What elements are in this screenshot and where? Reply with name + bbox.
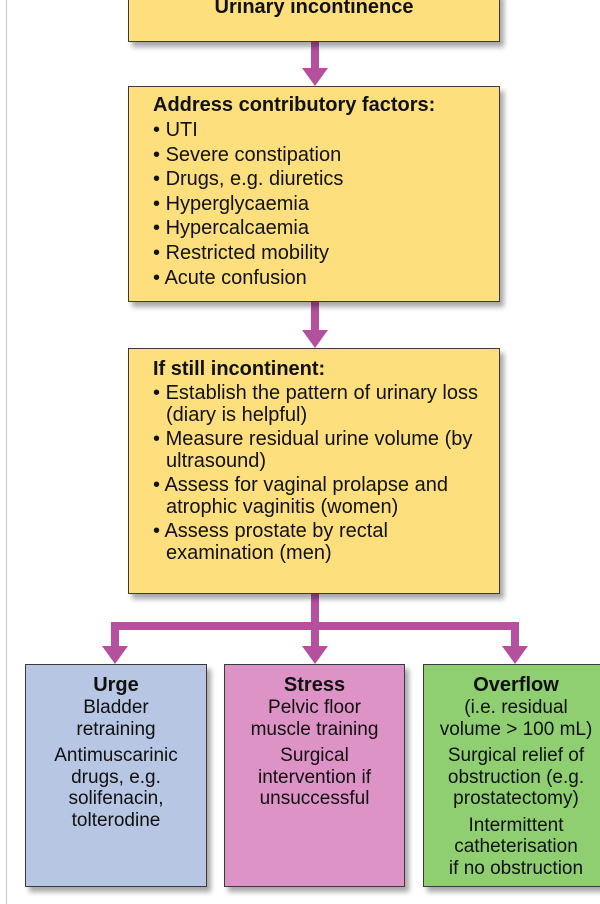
stress-title: Stress <box>283 674 346 696</box>
stress-line: muscle training <box>250 718 379 740</box>
factor-item: Restricted mobility <box>153 241 499 266</box>
urge-box: Urge Bladder retraining Antimuscarinic d… <box>25 664 207 887</box>
factor-item: Hypercalcaemia <box>153 216 499 241</box>
overflow-line: prostatectomy) <box>453 788 579 809</box>
urinary-incontinence-box: Urinary incontinence <box>128 0 500 42</box>
urge-line: Antimuscarinic <box>54 745 178 766</box>
factor-item: Drugs, e.g. diuretics <box>153 167 499 192</box>
factor-item: Acute confusion <box>153 266 499 291</box>
overflow-line: volume > 100 mL) <box>439 718 593 740</box>
stress-line: Surgical <box>280 745 349 766</box>
overflow-title: Overflow <box>473 674 559 696</box>
factor-item: Severe constipation <box>153 143 499 168</box>
urge-line: drugs, e.g. <box>71 766 161 788</box>
stress-line: unsuccessful <box>259 788 370 809</box>
overflow-line: Surgical relief of <box>447 745 585 766</box>
arrowhead-incontinent <box>302 330 328 348</box>
urge-line: retraining <box>76 718 156 740</box>
page-left-rule <box>6 0 7 904</box>
contributory-factors-heading: Address contributory factors: <box>153 94 436 116</box>
arrowhead-stress <box>302 646 328 664</box>
overflow-line: obstruction (e.g. <box>447 766 585 788</box>
connector-branch <box>111 594 319 648</box>
stress-line: intervention if <box>257 766 371 788</box>
assessment-item: Assess prostate by rectal examination (m… <box>153 520 499 564</box>
urinary-incontinence-title: Urinary incontinence <box>214 0 414 18</box>
overflow-line: catheterisation <box>454 836 578 857</box>
urge-line: Bladder <box>83 697 149 718</box>
urge-line: solifenacin, <box>68 788 164 809</box>
overflow-box: Overflow (i.e. residual volume > 100 mL)… <box>423 664 600 887</box>
arrowhead-overflow <box>502 646 528 664</box>
still-incontinent-list: Establish the pattern of urinary loss (d… <box>153 382 499 564</box>
contributory-factors-box: Address contributory factors: UTI Severe… <box>128 86 500 302</box>
overflow-line: Intermittent <box>468 814 564 836</box>
stress-box: Stress Pelvic floor muscle training Surg… <box>224 664 405 887</box>
urge-title: Urge <box>93 674 139 696</box>
arrowhead-urge <box>102 646 128 664</box>
still-incontinent-box: If still incontinent: Establish the patt… <box>128 348 500 594</box>
stress-line: Pelvic floor <box>268 697 361 718</box>
overflow-line: (i.e. residual <box>464 697 568 718</box>
urge-line: tolterodine <box>71 809 161 831</box>
arrowhead-factors <box>302 68 328 86</box>
factor-item: UTI <box>153 118 499 143</box>
still-incontinent-heading: If still incontinent: <box>153 358 326 380</box>
assessment-item: Measure residual urine volume (by ultras… <box>153 428 499 472</box>
overflow-line: if no obstruction <box>448 857 584 879</box>
assessment-item: Establish the pattern of urinary loss (d… <box>153 382 499 426</box>
connector-branch-right <box>315 622 519 648</box>
contributory-factors-list: UTI Severe constipation Drugs, e.g. diur… <box>153 118 499 290</box>
factor-item: Hyperglycaemia <box>153 192 499 217</box>
assessment-item: Assess for vaginal prolapse and atrophic… <box>153 474 499 518</box>
